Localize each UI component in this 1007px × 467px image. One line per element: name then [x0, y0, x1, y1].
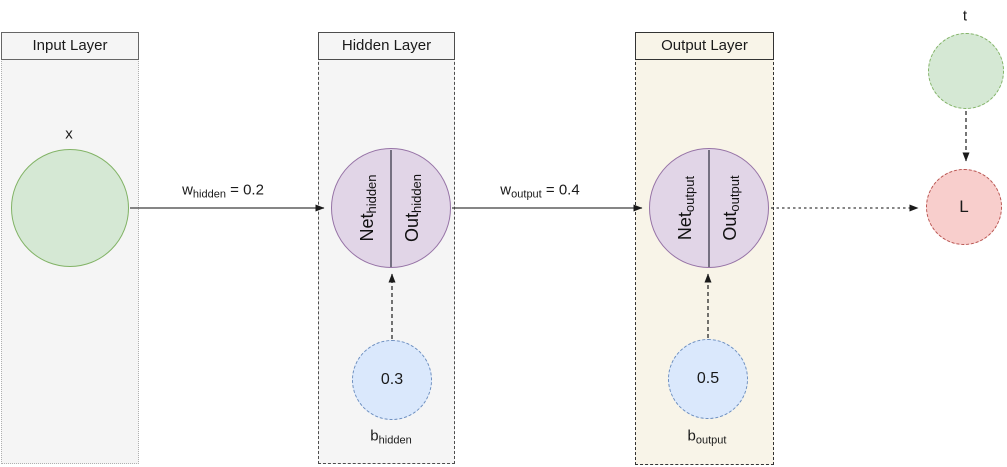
output-bias-sub: output	[695, 434, 727, 447]
output-bias-label: boutput	[688, 428, 727, 447]
output-bias-value: 0.5	[696, 370, 720, 387]
weight-hidden-label: whidden = 0.2	[182, 182, 264, 201]
output-layer-title-label: Output Layer	[661, 37, 748, 54]
output-neuron-net-label: Netoutput	[675, 176, 697, 240]
weight-hidden-value: = 0.2	[225, 181, 264, 199]
output-out-base: Out	[720, 211, 740, 241]
weight-output-sub: output	[511, 188, 542, 201]
hidden-bias-base: b	[370, 427, 379, 445]
input-layer-title-label: Input Layer	[32, 37, 108, 54]
loss-node-label: L	[959, 197, 969, 216]
hidden-bias-sub: hidden	[378, 434, 412, 447]
weight-hidden-base: w	[182, 181, 193, 199]
output-bias-base: b	[687, 427, 696, 445]
input-node-circle	[11, 149, 129, 267]
hidden-neuron-net-label: Nethidden	[357, 174, 379, 241]
loss-node-circle: L	[926, 169, 1002, 245]
hidden-bias-value: 0.3	[380, 371, 404, 388]
weight-output-label: woutput = 0.4	[500, 182, 579, 201]
output-net-sub: output	[682, 175, 697, 213]
hidden-layer-title-label: Hidden Layer	[341, 37, 432, 54]
hidden-net-sub: hidden	[364, 174, 379, 214]
target-node-label: t	[962, 7, 968, 25]
output-out-sub: output	[727, 175, 742, 212]
hidden-bias-label: bhidden	[370, 428, 411, 447]
weight-output-base: w	[500, 181, 512, 199]
output-layer-title: Output Layer	[635, 32, 774, 60]
output-net-base: Net	[675, 212, 695, 241]
hidden-net-base: Net	[357, 213, 377, 242]
hidden-out-base: Out	[402, 213, 422, 243]
hidden-layer-title: Hidden Layer	[318, 32, 455, 60]
output-neuron-circle	[649, 148, 769, 268]
hidden-neuron-out-label: Outhidden	[402, 174, 424, 242]
hidden-neuron-circle	[331, 148, 451, 268]
output-neuron-out-label: Outoutput	[720, 175, 742, 240]
input-node-label: x	[65, 125, 73, 143]
hidden-out-sub: hidden	[409, 173, 424, 214]
weight-output-value: = 0.4	[541, 181, 580, 199]
target-node-circle	[928, 33, 1004, 109]
weight-hidden-sub: hidden	[192, 188, 226, 201]
output-bias-circle: 0.5	[668, 339, 748, 419]
hidden-bias-circle: 0.3	[352, 340, 432, 420]
input-layer-title: Input Layer	[1, 32, 139, 60]
